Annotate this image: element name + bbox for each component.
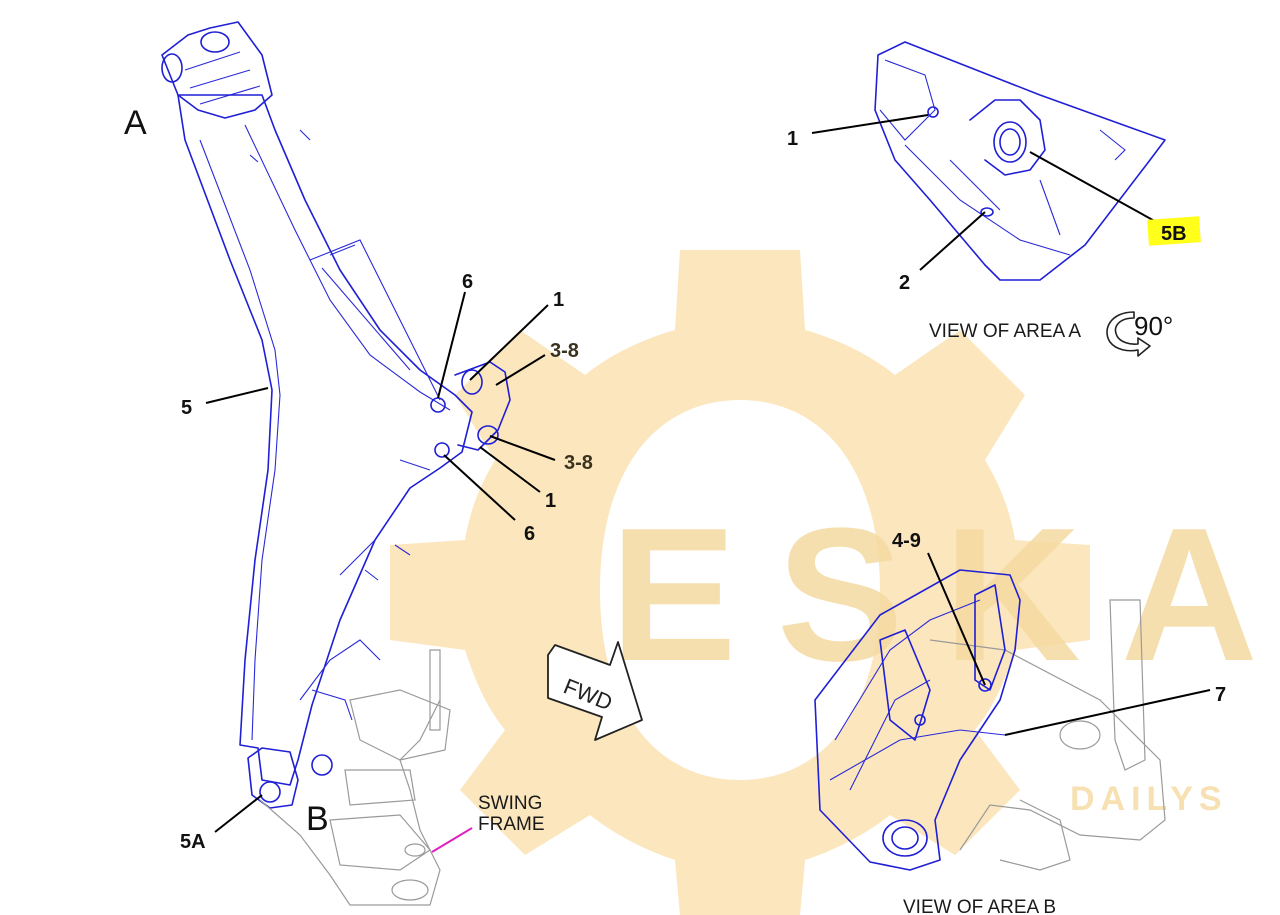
view-b-callout-7: 7 (1215, 684, 1226, 706)
callout-5: 5 (181, 397, 192, 419)
boom-body (177, 94, 473, 786)
leader-lines (205, 114, 1211, 853)
swing-frame-label-2: FRAME (478, 814, 545, 835)
view-b-callout-4-9: 4-9 (892, 530, 921, 552)
callout-6-upper: 6 (462, 271, 473, 293)
callout-3-8-upper: 3-8 (550, 340, 579, 362)
rotate-90-icon (1106, 311, 1151, 357)
view-a-callout-5b: 5B (1161, 223, 1187, 245)
watermark-sub: DAILYS (1070, 780, 1228, 818)
callout-5a: 5A (180, 831, 206, 853)
boom-top-lug (161, 21, 273, 119)
rotation-label: 90° (1134, 311, 1173, 341)
view-a-callout-2: 2 (899, 272, 910, 294)
highlight-5b (1147, 216, 1201, 246)
boom-assembly (161, 21, 511, 809)
callout-3-8-lower: 3-8 (564, 452, 593, 474)
area-b-label: B (306, 800, 329, 838)
area-a-label: A (124, 104, 147, 142)
swing-frame (259, 649, 451, 906)
watermark-brand: ESKA (610, 489, 1280, 701)
view-a-callout-1: 1 (787, 128, 798, 150)
view-area-a-drawing (874, 41, 1166, 281)
watermark: ESKA DAILYS (390, 250, 1280, 915)
callout-1-lower: 1 (545, 490, 556, 512)
swing-frame-label-1: SWING (478, 793, 542, 814)
view-a-caption: VIEW OF AREA A (929, 321, 1081, 342)
swing-frame-leader (431, 827, 473, 853)
callout-6-lower: 6 (524, 523, 535, 545)
watermark-gear-icon (390, 250, 1090, 915)
view-area-b-drawing (814, 569, 1166, 871)
callout-1-upper: 1 (553, 289, 564, 311)
view-b-caption: VIEW OF AREA B (903, 897, 1056, 915)
